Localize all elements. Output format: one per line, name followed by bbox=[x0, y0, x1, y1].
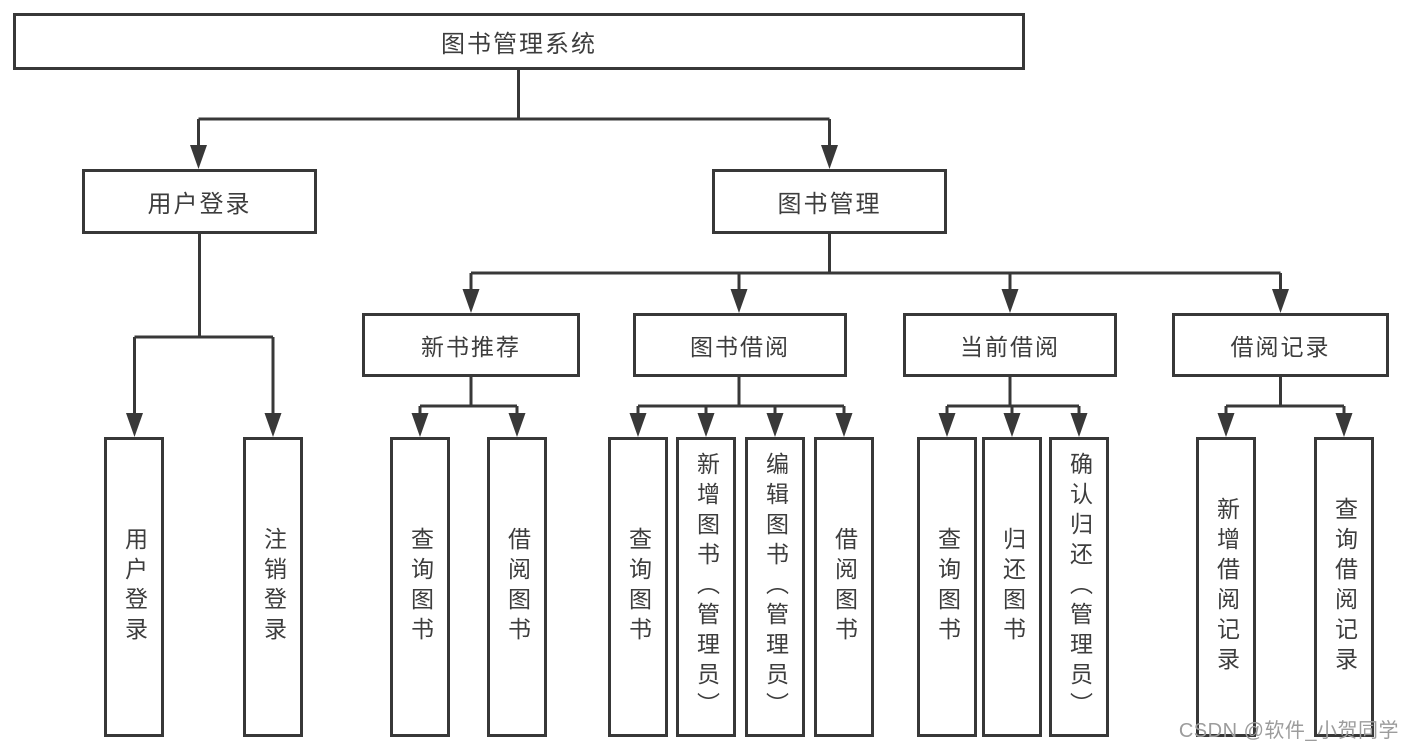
node-new-book-recommend: 新书推荐 bbox=[362, 313, 580, 377]
tree-edges bbox=[133, 69, 1346, 415]
leaf-borrow-books: 借阅图书 bbox=[487, 437, 547, 737]
leaf-user-login: 用户登录 bbox=[104, 437, 164, 737]
leaf-borrow-books: 借阅图书 bbox=[814, 437, 874, 737]
node-current-borrow: 当前借阅 bbox=[903, 313, 1117, 377]
leaf-add-books-admin: 新增图书（管理员） bbox=[676, 437, 736, 737]
leaf-query-books: 查询图书 bbox=[917, 437, 977, 737]
leaf-confirm-return-admin: 确认归还（管理员） bbox=[1049, 437, 1109, 737]
arrowheads bbox=[126, 145, 1353, 437]
leaf-edit-books-admin: 编辑图书（管理员） bbox=[745, 437, 805, 737]
node-user-login: 用户登录 bbox=[82, 169, 317, 234]
leaf-query-books: 查询图书 bbox=[390, 437, 450, 737]
watermark: CSDN @软件_小贺同学 bbox=[1178, 720, 1399, 742]
node-library-management-system: 图书管理系统 bbox=[13, 13, 1025, 70]
leaf-return-books: 归还图书 bbox=[982, 437, 1042, 737]
node-book-borrow: 图书借阅 bbox=[633, 313, 847, 377]
leaf-logout: 注销登录 bbox=[243, 437, 303, 737]
node-book-management: 图书管理 bbox=[712, 169, 947, 234]
leaf-query-books: 查询图书 bbox=[608, 437, 668, 737]
leaf-add-borrow-record: 新增借阅记录 bbox=[1196, 437, 1256, 737]
leaf-query-borrow-record: 查询借阅记录 bbox=[1314, 437, 1374, 737]
node-borrow-records: 借阅记录 bbox=[1172, 313, 1389, 377]
